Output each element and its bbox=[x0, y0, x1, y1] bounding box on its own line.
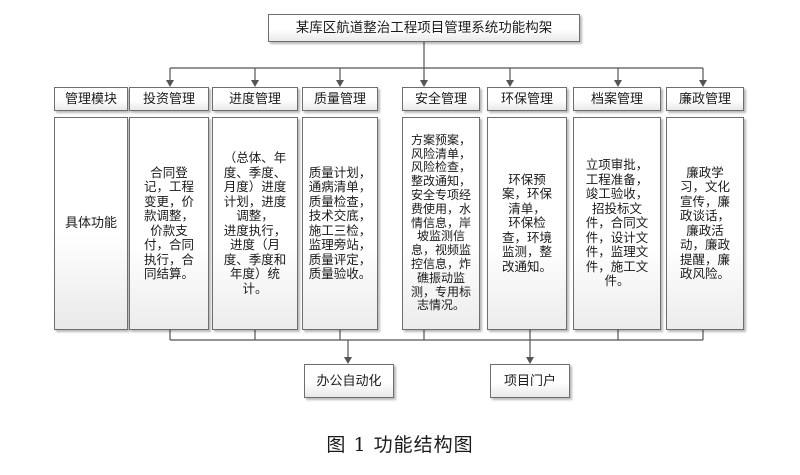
project-portal-box: 项目门户 bbox=[490, 364, 570, 398]
module-header-integrity: 廉政管理 bbox=[666, 87, 744, 111]
title-box: 某库区航道整治工程项目管理系统功能构架 bbox=[268, 14, 580, 42]
function-cell-schedule: （总体、年 度、季度、 月度）进度 计划，进度 调整， 进度执行， 进度（月 度… bbox=[212, 117, 298, 330]
function-cell-environment: 环保预 案，环保 清单， 环保检 查，环境 监测，整 改通知。 bbox=[487, 117, 567, 330]
diagram-title: 某库区航道整治工程项目管理系统功能构架 bbox=[295, 19, 553, 36]
module-header-safety: 安全管理 bbox=[402, 87, 480, 111]
function-cell-integrity: 廉政学 习，文化 宣传，廉 政谈话， 廉政活 动，廉政 提醒，廉 政风险。 bbox=[666, 117, 744, 330]
row-label-module: 管理模块 bbox=[54, 87, 128, 111]
module-header-schedule: 进度管理 bbox=[212, 87, 298, 111]
row-label-function: 具体功能 bbox=[54, 117, 128, 330]
office-automation-box: 办公自动化 bbox=[304, 364, 394, 398]
figure-caption: 图 1 功能结构图 bbox=[326, 434, 474, 456]
function-cell-safety: 方案预案， 风险清单， 风险检查， 整改通知， 安全专项经 费使用，水 情信息，… bbox=[402, 117, 480, 330]
function-cell-archive: 立项审批， 工程准备， 竣工验收， 招投标文 件，合同文 件，设计文 件，监理文… bbox=[573, 117, 661, 330]
function-cell-quality: 质量计划， 通病清单， 质量检查， 技术交底， 施工三检， 监理旁站， 质量评定… bbox=[302, 117, 378, 330]
module-header-quality: 质量管理 bbox=[302, 87, 378, 111]
function-cell-investment: 合同登 记，工程 变更，价 款调整， 价款支 付，合同 执行，合 同结算。 bbox=[129, 117, 209, 330]
module-header-environment: 环保管理 bbox=[487, 87, 567, 111]
module-header-archive: 档案管理 bbox=[573, 87, 661, 111]
module-header-investment: 投资管理 bbox=[129, 87, 209, 111]
